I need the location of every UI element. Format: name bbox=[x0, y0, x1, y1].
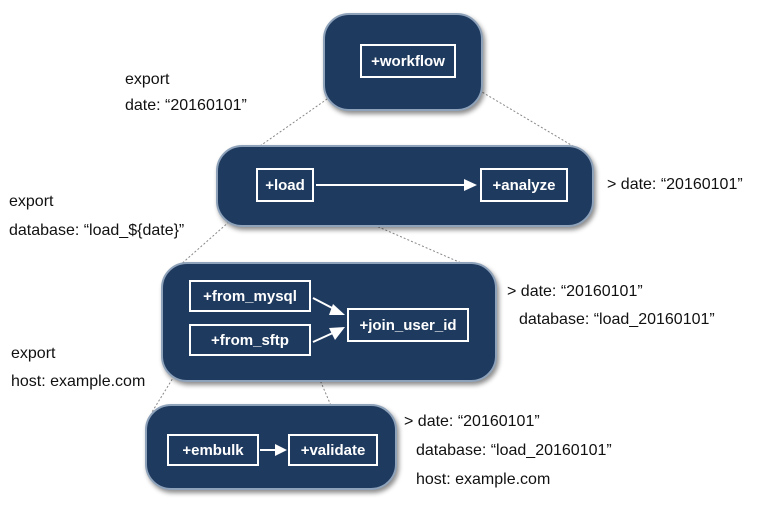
connector-load-left bbox=[169, 197, 257, 275]
arrow-embulk-to-validate bbox=[260, 444, 287, 456]
task-from-mysql[interactable]: +from_mysql bbox=[189, 280, 311, 312]
note-line: date: “20160101” bbox=[125, 97, 247, 114]
embulk-inherited-note: > date: “20160101” database: “load_20160… bbox=[404, 412, 612, 499]
workflow-panel: +workflow bbox=[323, 13, 483, 111]
task-load[interactable]: +load bbox=[256, 168, 314, 202]
from-mysql-inherited-note: > date: “20160101” database: “load_20160… bbox=[507, 282, 715, 338]
note-line: host: example.com bbox=[416, 471, 551, 488]
task-validate[interactable]: +validate bbox=[288, 434, 378, 466]
note-line: database: “load_${date}” bbox=[9, 222, 185, 239]
note-line: database: “load_20160101” bbox=[416, 442, 612, 459]
connector-load-right bbox=[311, 197, 483, 273]
embulk-panel: +embulk +validate bbox=[145, 404, 397, 490]
task-workflow[interactable]: +workflow bbox=[360, 44, 456, 78]
task-from-sftp[interactable]: +from_sftp bbox=[189, 324, 311, 356]
load-export-note: export database: “load_${date}” bbox=[9, 192, 184, 250]
task-embulk[interactable]: +embulk bbox=[167, 434, 259, 466]
arrows-to-join bbox=[312, 297, 345, 343]
note-line: > date: “20160101” bbox=[404, 413, 540, 430]
note-line: export bbox=[9, 193, 54, 210]
arrow-load-to-analyze bbox=[316, 179, 477, 191]
load-panel: +load +analyze bbox=[216, 145, 594, 227]
note-line: host: example.com bbox=[11, 373, 146, 390]
from-sftp-export-note: export host: example.com bbox=[11, 344, 145, 400]
task-analyze[interactable]: +analyze bbox=[480, 168, 568, 202]
note-line: > date: “20160101” bbox=[507, 283, 643, 300]
fetch-panel: +from_mysql +from_sftp +join_user_id bbox=[161, 262, 497, 382]
load-inherited-note: > date: “20160101” bbox=[607, 175, 743, 195]
note-line: export bbox=[125, 71, 170, 88]
task-join-user-id[interactable]: +join_user_id bbox=[347, 308, 469, 342]
note-line: > date: “20160101” bbox=[607, 176, 743, 193]
note-line: database: “load_20160101” bbox=[519, 311, 715, 328]
workflow-export-note: export date: “20160101” bbox=[125, 70, 247, 122]
note-line: export bbox=[11, 345, 56, 362]
